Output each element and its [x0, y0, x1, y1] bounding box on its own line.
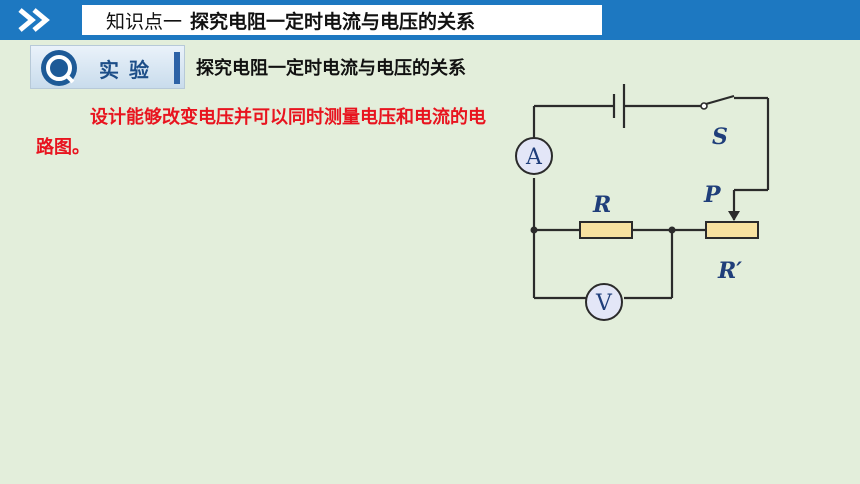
experiment-badge-label: 实验 — [99, 58, 159, 82]
section-label: 知识点一 — [106, 10, 183, 33]
ammeter: A — [515, 137, 553, 175]
header-bar: 知识点一 探究电阻一定时电流与电压的关系 — [0, 0, 860, 40]
switch — [700, 94, 735, 110]
switch-label: S — [712, 124, 728, 150]
rheostat — [705, 221, 759, 239]
rheostat-label: R′ — [717, 258, 742, 284]
resistor — [579, 221, 633, 239]
junction-dot — [668, 226, 676, 234]
slider-label: P — [703, 182, 722, 208]
resistor-label: R — [592, 192, 611, 218]
topic-title: 探究电阻一定时电流与电压的关系 — [190, 10, 476, 33]
header-title-box: 知识点一 探究电阻一定时电流与电压的关系 — [82, 5, 602, 35]
junction-dot — [530, 226, 538, 234]
circuit-diagram: A V S R P R′ — [515, 84, 770, 321]
experiment-title: 探究电阻一定时电流与电压的关系 — [196, 58, 466, 79]
double-chevron-right-icon — [18, 8, 50, 32]
task-text: 设计能够改变电压并可以同时测量电压和电流的电路图。 — [36, 107, 486, 158]
ammeter-label: A — [525, 145, 543, 170]
battery — [612, 84, 626, 128]
magnifier-icon — [41, 50, 77, 86]
experiment-divider — [174, 52, 180, 84]
experiment-badge: 实验 — [30, 45, 185, 89]
slider-arrow — [728, 211, 740, 221]
voltmeter: V — [585, 283, 623, 321]
voltmeter-label: V — [595, 291, 613, 316]
